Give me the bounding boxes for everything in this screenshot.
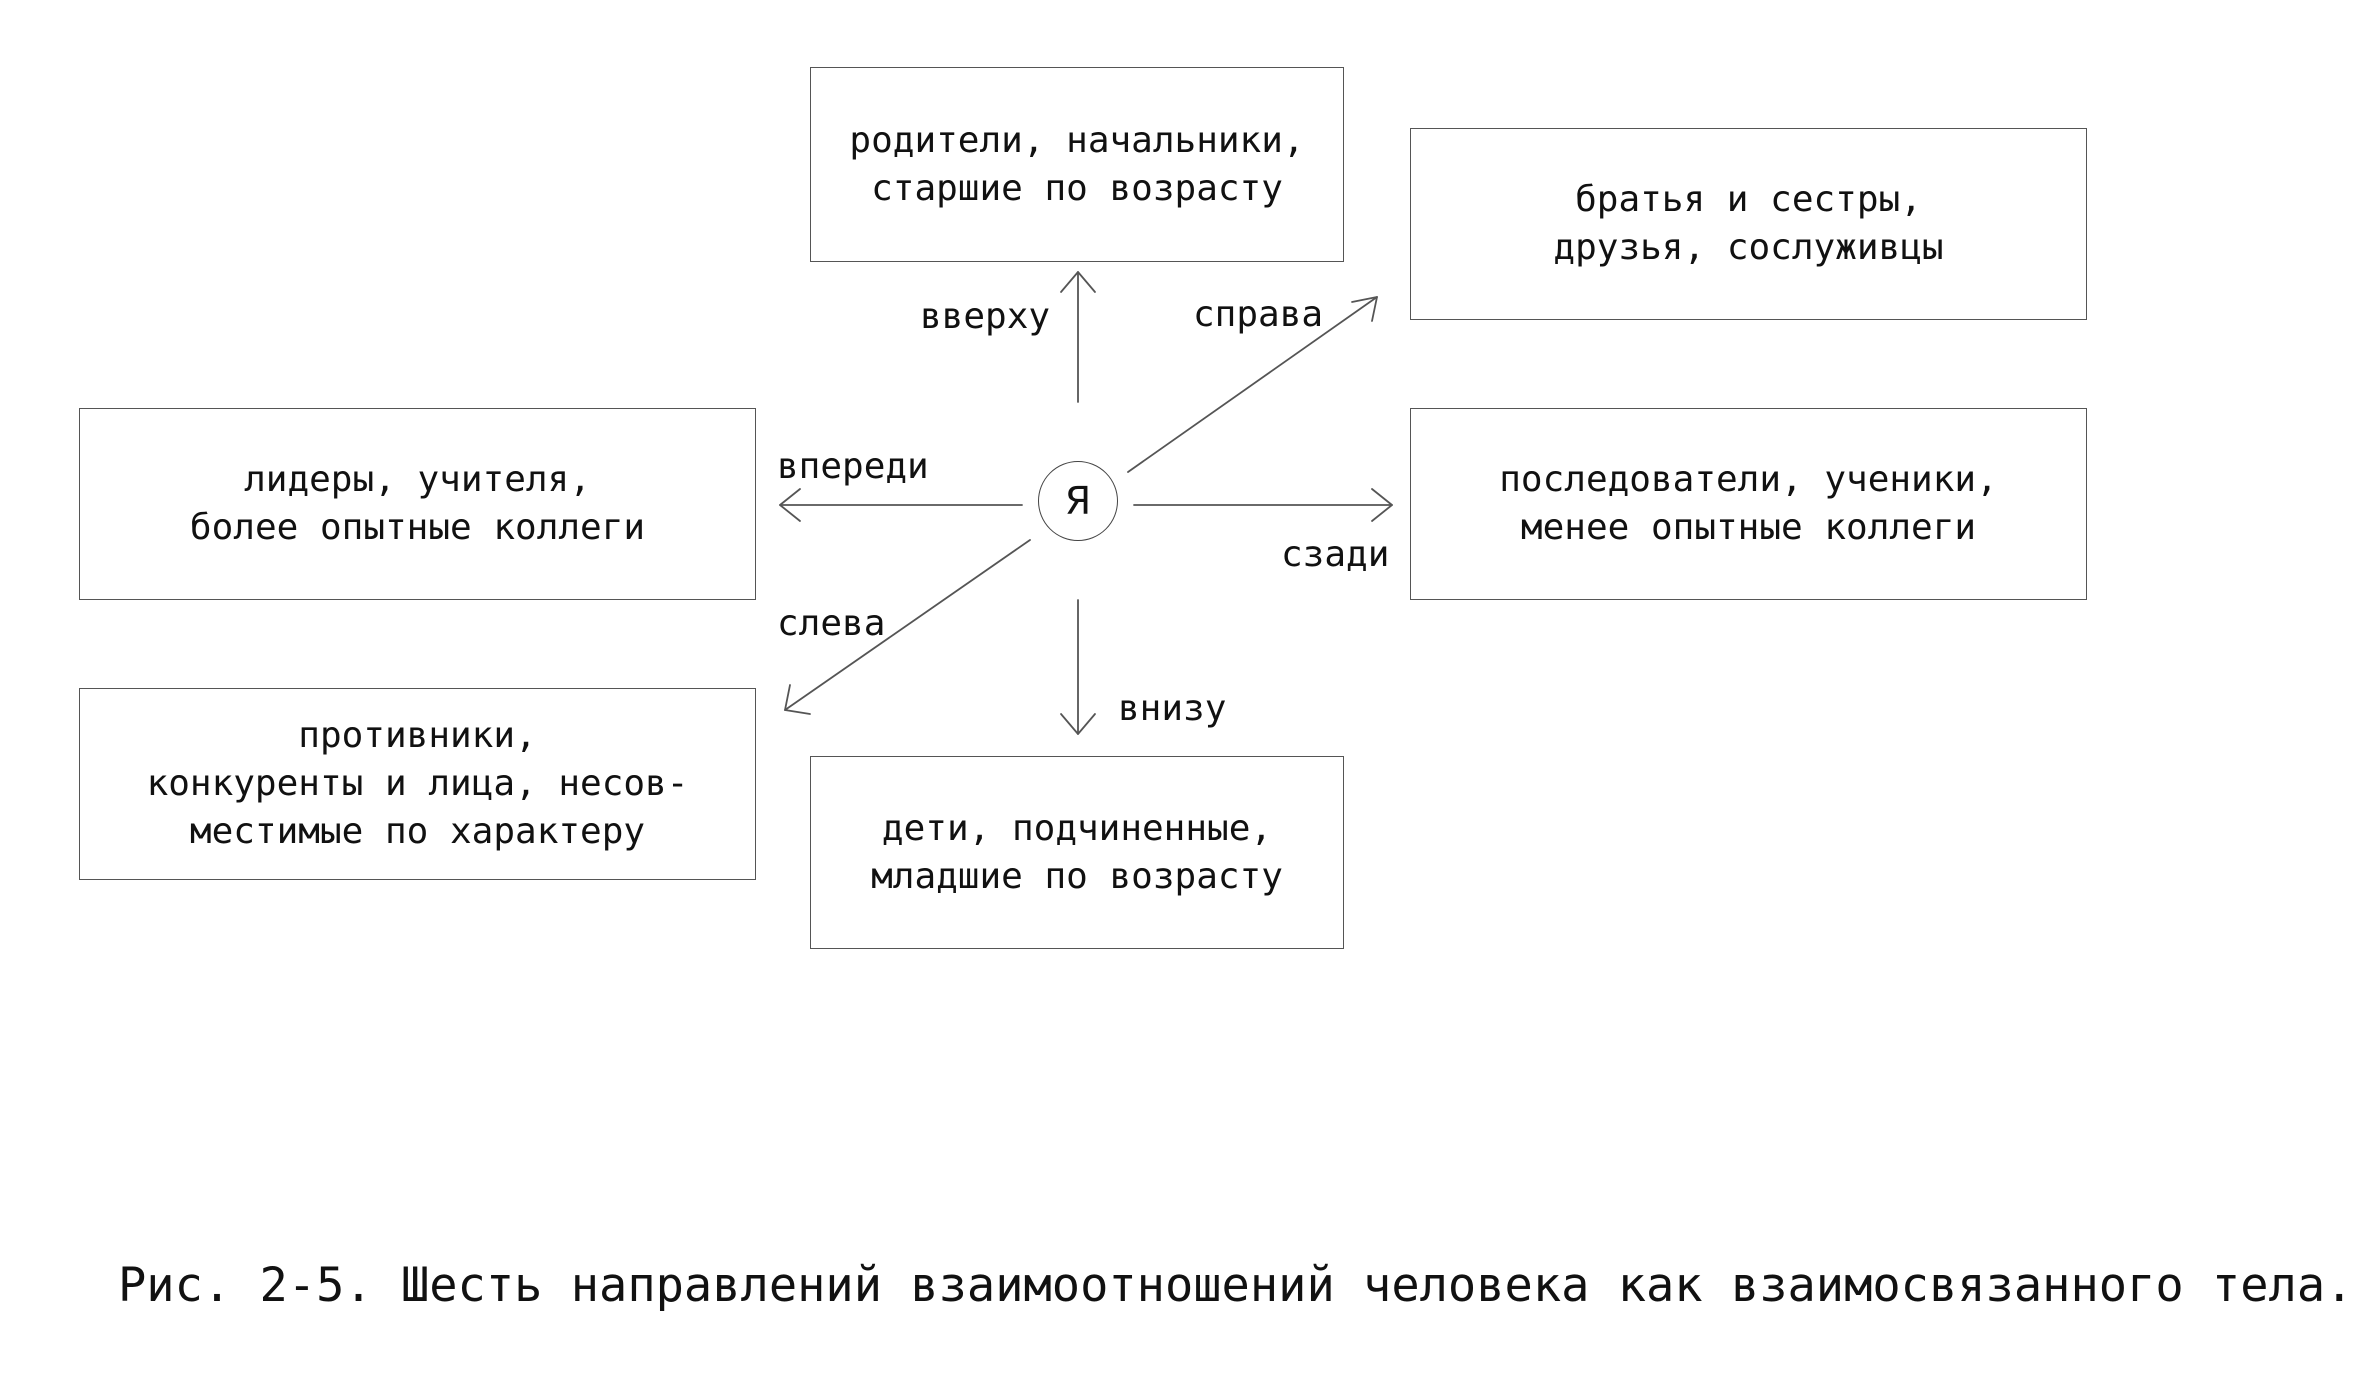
- label-up-right: справа: [1193, 294, 1324, 335]
- box-bottom-text: дети, подчиненные, младшие по возрасту: [871, 807, 1283, 897]
- arrow-right: [1133, 488, 1393, 522]
- box-left: лидеры, учителя, более опытные коллеги: [79, 408, 756, 600]
- box-top-text: родители, начальники, старшие по возраст…: [849, 119, 1305, 209]
- arrow-up-right: [1127, 296, 1378, 473]
- box-top: родители, начальники, старшие по возраст…: [810, 67, 1344, 262]
- center-node: Я: [1038, 461, 1118, 541]
- box-left-lower: противники, конкуренты и лица, несов- ме…: [79, 688, 756, 880]
- center-label: Я: [1064, 479, 1092, 523]
- box-left-lower-text: противники, конкуренты и лица, несов- ме…: [146, 715, 689, 852]
- label-down: внизу: [1118, 688, 1227, 729]
- box-left-text: лидеры, учителя, более опытные коллеги: [189, 459, 646, 548]
- label-left: впереди: [777, 446, 929, 487]
- label-right: сзади: [1281, 534, 1390, 575]
- box-bottom: дети, подчиненные, младшие по возрасту: [810, 756, 1344, 949]
- label-up: вверху: [920, 296, 1051, 337]
- arrow-left: [779, 488, 1023, 522]
- box-right-text: последователи, ученики, менее опытные ко…: [1499, 459, 1998, 548]
- arrow-up: [1060, 271, 1096, 403]
- box-right: последователи, ученики, менее опытные ко…: [1410, 408, 2087, 600]
- arrow-down: [1060, 599, 1096, 735]
- figure-caption: Рис. 2-5. Шесть направлений взаимоотноше…: [118, 1258, 2353, 1313]
- label-down-left: слева: [777, 603, 886, 644]
- arrow-down-left: [784, 539, 1031, 715]
- box-right-upper: братья и сестры, друзья, сослуживцы: [1410, 128, 2087, 320]
- box-right-upper-text: братья и сестры, друзья, сослуживцы: [1553, 179, 1944, 268]
